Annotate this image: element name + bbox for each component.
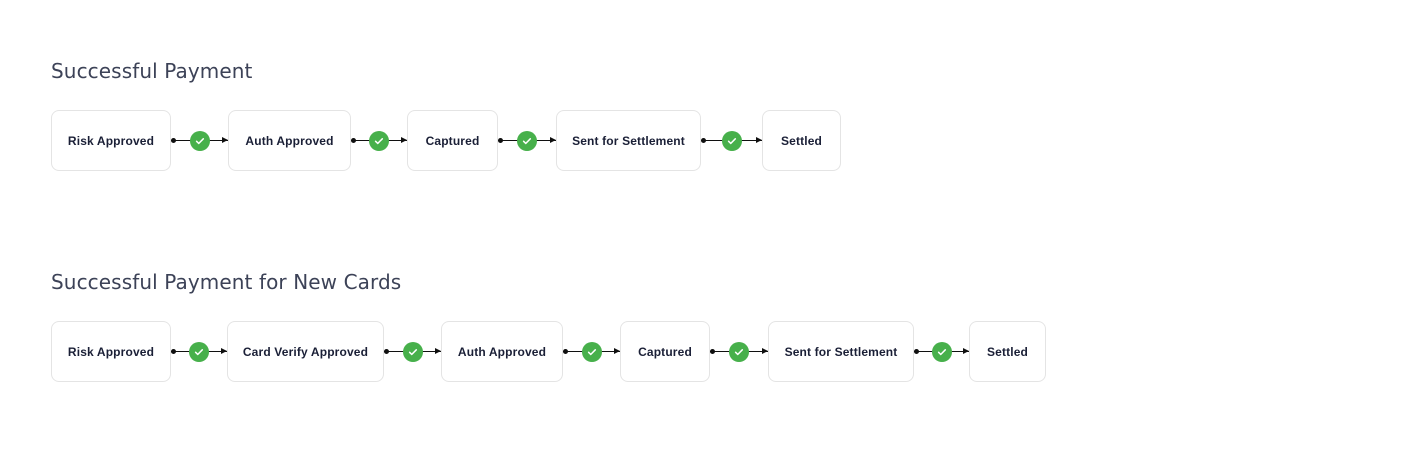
connector-arrowhead-icon (756, 137, 762, 143)
flow-connector (498, 130, 556, 152)
flow-connector (701, 130, 762, 152)
check-icon (581, 341, 602, 362)
flow-section-successful-payment-new-cards: Successful Payment for New Cards Risk Ap… (51, 269, 1046, 382)
connector-source-dot (710, 349, 715, 354)
check-icon (402, 341, 423, 362)
connector-source-dot (171, 138, 176, 143)
flow-node-label: Sent for Settlement (784, 344, 898, 359)
flow-node-label: Card Verify Approved (242, 344, 369, 359)
flow-node-captured[interactable]: Captured (407, 110, 498, 171)
flow-node-label: Settled (780, 133, 823, 148)
flow-node-risk-approved[interactable]: Risk Approved (51, 321, 171, 382)
flow-node-auth-approved[interactable]: Auth Approved (228, 110, 351, 171)
flow-node-label: Captured (638, 344, 692, 359)
flow-row: Risk Approved Card Verify Approved (51, 321, 1046, 382)
flow-node-label: Sent for Settlement (572, 133, 685, 148)
page-title: Successful Payment for New Cards (51, 270, 402, 294)
flow-node-label: Risk Approved (67, 344, 155, 359)
flow-node-label: Captured (425, 133, 480, 148)
connector-arrowhead-icon (221, 348, 227, 354)
connector-arrowhead-icon (435, 348, 441, 354)
flow-node-auth-approved[interactable]: Auth Approved (441, 321, 563, 382)
connector-arrowhead-icon (614, 348, 620, 354)
connector-arrowhead-icon (401, 137, 407, 143)
check-icon (517, 130, 537, 151)
connector-source-dot (498, 138, 503, 143)
flow-node-settled[interactable]: Settled (762, 110, 841, 171)
flow-node-label: Risk Approved (67, 133, 155, 148)
check-icon (729, 341, 749, 362)
flow-connector (710, 341, 768, 363)
check-icon (189, 341, 209, 362)
flow-connector (171, 341, 227, 363)
check-icon (931, 341, 952, 362)
flow-connector (563, 341, 620, 363)
connector-source-dot (171, 349, 176, 354)
connector-arrowhead-icon (222, 137, 228, 143)
flow-node-sent-for-settlement[interactable]: Sent for Settlement (768, 321, 914, 382)
flow-node-settled[interactable]: Settled (969, 321, 1046, 382)
connector-source-dot (701, 138, 706, 143)
connector-source-dot (384, 349, 389, 354)
connector-source-dot (914, 349, 919, 354)
flow-node-card-verify-approved[interactable]: Card Verify Approved (227, 321, 384, 382)
check-icon (369, 130, 389, 151)
flow-connector (914, 341, 969, 363)
flow-node-risk-approved[interactable]: Risk Approved (51, 110, 171, 171)
flow-section-successful-payment: Successful Payment Risk Approved Auth Ap… (51, 58, 841, 171)
connector-arrowhead-icon (762, 348, 768, 354)
flow-connector (171, 130, 228, 152)
flow-node-label: Auth Approved (457, 344, 547, 359)
flow-node-label: Settled (986, 344, 1029, 359)
check-icon (189, 130, 210, 151)
flow-connector (384, 341, 441, 363)
flow-row: Risk Approved Auth Approved (51, 110, 841, 171)
connector-source-dot (351, 138, 356, 143)
connector-source-dot (563, 349, 568, 354)
connector-arrowhead-icon (550, 137, 556, 143)
check-icon (721, 130, 742, 151)
flow-connector (351, 130, 407, 152)
connector-arrowhead-icon (963, 348, 969, 354)
flow-node-captured[interactable]: Captured (620, 321, 710, 382)
page-title: Successful Payment (51, 59, 253, 83)
flow-node-label: Auth Approved (245, 133, 334, 148)
flow-node-sent-for-settlement[interactable]: Sent for Settlement (556, 110, 701, 171)
